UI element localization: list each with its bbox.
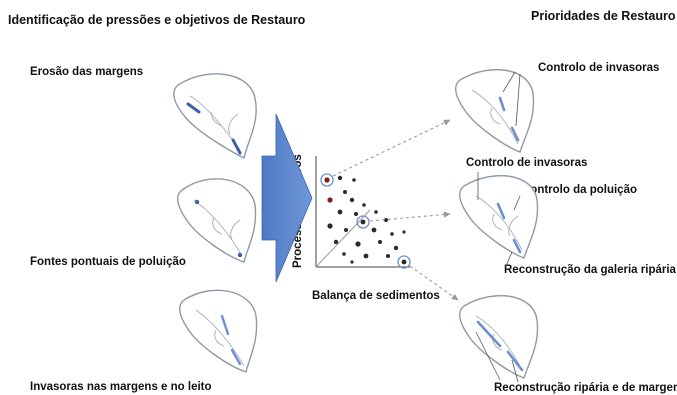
right-label-riparian-banks: Reconstrução ripária e de margens xyxy=(494,382,677,394)
left-title: Identificação de pressões e objetivos de… xyxy=(8,13,306,27)
right-arrow-icon xyxy=(261,113,313,283)
right-label-invasive-2: Controlo de invasoras xyxy=(466,157,588,169)
watershed-priority-bottom-icon xyxy=(459,294,539,383)
left-label-pollution: Fontes pontuais de poluição xyxy=(30,256,186,268)
left-label-invasive: Invasoras nas margens e no leito xyxy=(30,381,212,393)
watershed-pollution-icon xyxy=(177,178,257,263)
link-arrow-top xyxy=(332,119,451,177)
watershed-invasive-icon xyxy=(179,289,258,373)
right-label-invasive-1: Controlo de invasoras xyxy=(538,62,660,74)
scatter-plot xyxy=(315,156,411,269)
link-arrow-middle xyxy=(369,211,451,222)
link-arrow-bottom xyxy=(409,265,459,301)
watershed-priority-middle-icon xyxy=(459,172,539,267)
watershed-priority-top-icon xyxy=(455,68,535,153)
xlabel: Balança de sedimentos xyxy=(312,290,440,302)
right-title: Prioridades de Restauro xyxy=(531,9,676,23)
right-label-pollution: Controlo da poluição xyxy=(522,184,637,196)
watershed-erosion-icon xyxy=(173,73,257,160)
right-label-riparian: Reconstrução da galeria ripária xyxy=(504,264,676,276)
left-label-erosion: Erosão das margens xyxy=(30,66,144,78)
